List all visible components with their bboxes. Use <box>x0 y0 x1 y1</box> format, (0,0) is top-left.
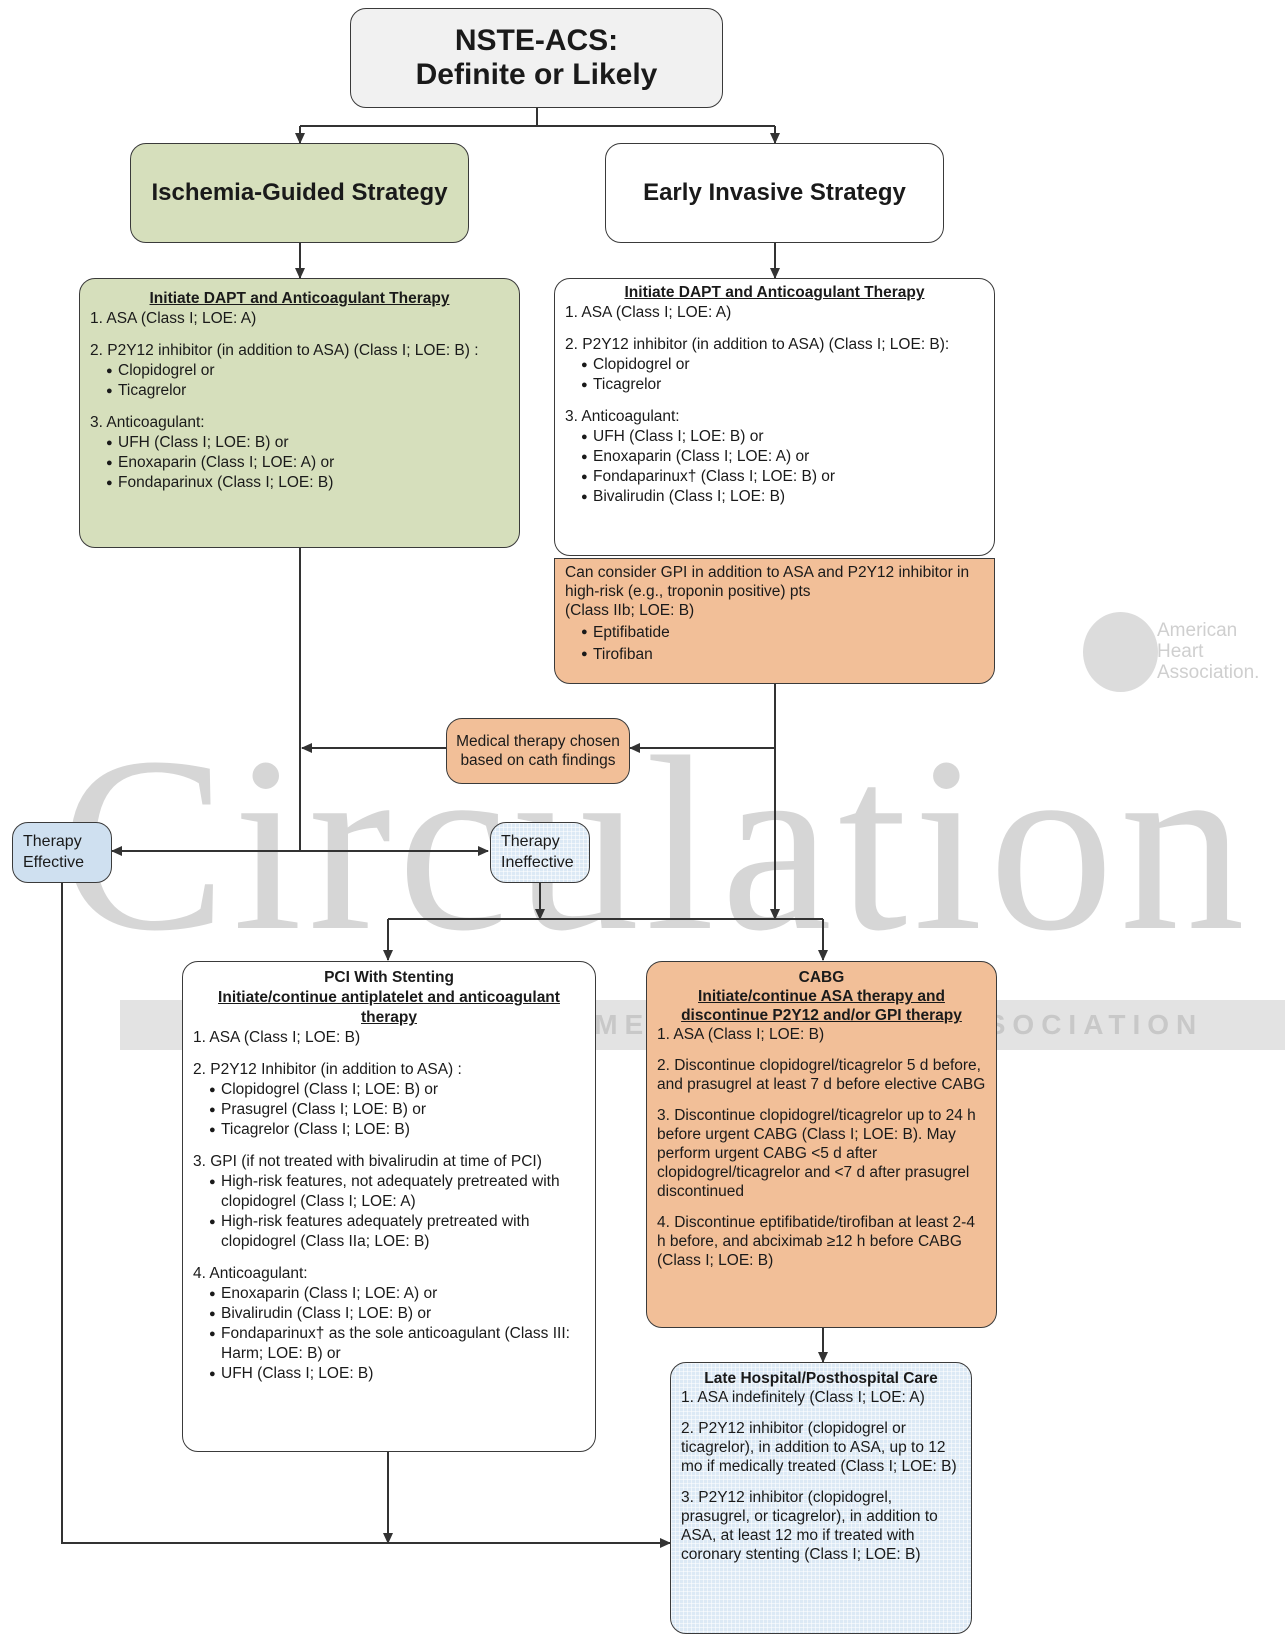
aha-logo-text: American Heart Association. <box>1157 620 1260 683</box>
pci-title: PCI With Stenting <box>324 969 454 986</box>
ischemia-anticoagulant-item: 3. Anticoagulant: <box>90 414 205 431</box>
pci-asa-item: 1. ASA (Class I; LOE: B) <box>193 1029 361 1046</box>
ischemia-asa-item: 1. ASA (Class I; LOE: A) <box>90 310 257 327</box>
ischemia-guided-strategy-box: Ischemia-Guided Strategy <box>130 143 469 243</box>
journal-watermark: Circulation <box>60 706 1251 983</box>
late-care-title: Late Hospital/Posthospital Care <box>704 1370 938 1387</box>
invasive-dapt-box: Initiate DAPT and Anticoagulant Therapy … <box>554 278 995 556</box>
pci-bivalirudin-item: Bivalirudin (Class I; LOE: B) or <box>209 1304 585 1324</box>
late-hospital-care-box: Late Hospital/Posthospital Care 1. ASA i… <box>670 1362 972 1634</box>
cabg-box: CABG Initiate/continue ASA therapy and d… <box>646 961 997 1328</box>
cabg-gpi-discontinue-item: 4. Discontinue eptifibatide/tirofiban at… <box>657 1214 975 1269</box>
early-invasive-strategy-box: Early Invasive Strategy <box>605 143 944 243</box>
pci-gpi-item: 3. GPI (if not treated with bivalirudin … <box>193 1153 542 1170</box>
ischemia-ufh-item: UFH (Class I; LOE: B) or <box>106 433 509 453</box>
invasive-ticagrelor-item: Ticagrelor <box>581 375 984 395</box>
invasive-ufh-item: UFH (Class I; LOE: B) or <box>581 427 984 447</box>
ischemia-dapt-heading: Initiate DAPT and Anticoagulant Therapy <box>149 290 450 307</box>
late-care-asa-item: 1. ASA indefinitely (Class I; LOE: A) <box>681 1389 925 1406</box>
cabg-elective-item: 2. Discontinue clopidogrel/ticagrelor 5 … <box>657 1057 986 1093</box>
cabg-heading: Initiate/continue ASA therapy and discon… <box>681 988 962 1024</box>
pci-gpi-not-pretreated-item: High-risk features, not adequately pretr… <box>209 1172 585 1212</box>
invasive-enoxaparin-item: Enoxaparin (Class I; LOE: A) or <box>581 447 984 467</box>
ischemia-dapt-box: Initiate DAPT and Anticoagulant Therapy … <box>79 278 520 548</box>
nste-acs-title: NSTE-ACS: Definite or Likely <box>415 24 658 91</box>
gpi-consideration-text: Can consider GPI in addition to ASA and … <box>565 564 970 600</box>
medical-therapy-box: Medical therapy chosen based on cath fin… <box>446 718 630 784</box>
pci-heading: Initiate/continue antiplatelet and antic… <box>218 989 560 1026</box>
pci-ufh-item: UFH (Class I; LOE: B) <box>209 1364 585 1384</box>
pci-ticagrelor-item: Ticagrelor (Class I; LOE: B) <box>209 1120 585 1140</box>
nste-acs-box: NSTE-ACS: Definite or Likely <box>350 8 723 108</box>
pci-fondaparinux-item: Fondaparinux† as the sole anticoagulant … <box>209 1324 585 1364</box>
ischemia-ticagrelor-item: Ticagrelor <box>106 381 509 401</box>
cabg-asa-item: 1. ASA (Class I; LOE: B) <box>657 1026 825 1043</box>
aha-logo-icon <box>1083 612 1158 692</box>
ischemia-fondaparinux-item: Fondaparinux (Class I; LOE: B) <box>106 473 509 493</box>
pci-anticoagulant-item: 4. Anticoagulant: <box>193 1265 308 1282</box>
pci-enoxaparin-item: Enoxaparin (Class I; LOE: A) or <box>209 1284 585 1304</box>
medical-therapy-text: Medical therapy chosen based on cath fin… <box>456 733 620 769</box>
gpi-eptifibatide-item: Eptifibatide <box>581 623 984 642</box>
therapy-ineffective-box: Therapy Ineffective <box>490 822 590 883</box>
ischemia-guided-strategy-title: Ischemia-Guided Strategy <box>151 179 448 206</box>
late-care-stenting-item: 3. P2Y12 inhibitor (clopidogrel, prasugr… <box>681 1489 938 1563</box>
invasive-asa-item: 1. ASA (Class I; LOE: A) <box>565 304 732 321</box>
therapy-effective-box: Therapy Effective <box>12 822 112 883</box>
invasive-clopidogrel-item: Clopidogrel or <box>581 355 984 375</box>
invasive-bivalirudin-item: Bivalirudin (Class I; LOE: B) <box>581 487 984 507</box>
ischemia-p2y12-item: 2. P2Y12 inhibitor (in addition to ASA) … <box>90 342 479 359</box>
ischemia-enoxaparin-item: Enoxaparin (Class I; LOE: A) or <box>106 453 509 473</box>
pci-prasugrel-item: Prasugrel (Class I; LOE: B) or <box>209 1100 585 1120</box>
pci-p2y12-item: 2. P2Y12 Inhibitor (in addition to ASA) … <box>193 1061 462 1078</box>
pci-stenting-box: PCI With Stenting Initiate/continue anti… <box>182 961 596 1452</box>
early-invasive-strategy-title: Early Invasive Strategy <box>643 179 906 206</box>
therapy-ineffective-text: Therapy Ineffective <box>501 833 574 871</box>
cabg-title: CABG <box>798 969 845 986</box>
cabg-urgent-item: 3. Discontinue clopidogrel/ticagrelor up… <box>657 1107 976 1200</box>
gpi-class-text: (Class IIb; LOE: B) <box>565 602 695 619</box>
therapy-effective-text: Therapy Effective <box>23 833 85 871</box>
invasive-p2y12-item: 2. P2Y12 inhibitor (in addition to ASA) … <box>565 336 950 353</box>
pci-clopidogrel-item: Clopidogrel (Class I; LOE: B) or <box>209 1080 585 1100</box>
invasive-anticoagulant-item: 3. Anticoagulant: <box>565 408 680 425</box>
pci-gpi-pretreated-item: High-risk features adequately pretreated… <box>209 1212 585 1252</box>
gpi-consideration-box: Can consider GPI in addition to ASA and … <box>554 558 995 684</box>
late-care-medical-item: 2. P2Y12 inhibitor (clopidogrel or ticag… <box>681 1420 957 1475</box>
invasive-fondaparinux-item: Fondaparinux† (Class I; LOE: B) or <box>581 467 984 487</box>
gpi-tirofiban-item: Tirofiban <box>581 645 984 664</box>
ischemia-clopidogrel-item: Clopidogrel or <box>106 361 509 381</box>
invasive-dapt-heading: Initiate DAPT and Anticoagulant Therapy <box>624 284 925 301</box>
